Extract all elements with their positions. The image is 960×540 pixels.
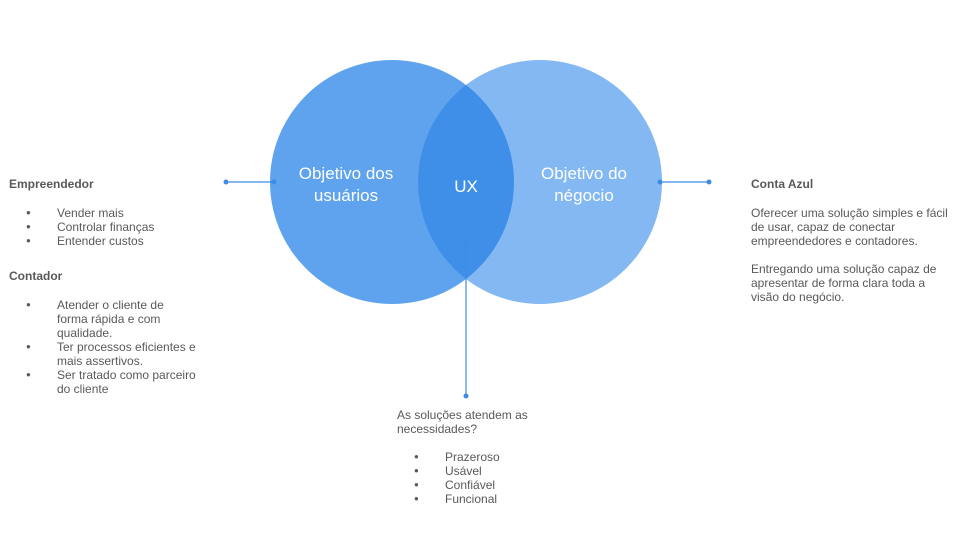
accountant-title: Contador [9, 269, 63, 283]
connector-right-start-dot [657, 179, 663, 185]
company-description-2: Entregando uma solução capaz de apresent… [751, 262, 937, 304]
connector-right-end-dot [706, 179, 712, 185]
ux-criteria-panel: As soluções atendem as necessidades? Pra… [397, 408, 597, 506]
entrepreneur-list: Vender mais Controlar finanças Entender … [9, 206, 209, 248]
business-goals-panel: Conta Azul Oferecer uma solução simples … [751, 177, 951, 304]
list-item: Controlar finanças [9, 220, 209, 234]
users-goal-label-line1: Objetivo dos [299, 164, 394, 183]
company-title: Conta Azul [751, 177, 814, 191]
business-goal-label-line1: Objetivo do [541, 164, 627, 183]
list-item: Vender mais [9, 206, 209, 220]
list-item: Confiável [397, 478, 597, 492]
list-item: Usável [397, 464, 597, 478]
list-item: Ser tratado como parceiro do cliente [9, 368, 197, 396]
list-item: Funcional [397, 492, 597, 506]
connector-bottom-end-dot [463, 393, 469, 399]
accountant-list: Atender o cliente de forma rápida e com … [9, 298, 209, 396]
list-item: Ter processos eficientes e mais assertiv… [9, 340, 197, 368]
company-description-1: Oferecer uma solução simples e fácil de … [751, 206, 948, 248]
connector-left-end-dot [271, 179, 277, 185]
ux-criteria-list: Prazeroso Usável Confiável Funcional [397, 450, 597, 506]
connectors [223, 179, 712, 399]
users-goal-label-line2: usuários [314, 186, 378, 205]
connector-bottom-start-dot [463, 238, 469, 244]
list-item: Prazeroso [397, 450, 597, 464]
ux-label: UX [454, 177, 478, 196]
list-item: Entender custos [9, 234, 209, 248]
connector-left-start-dot [223, 179, 229, 185]
users-goals-panel: Empreendedor Vender mais Controlar finan… [9, 177, 209, 396]
list-item: Atender o cliente de forma rápida e com … [9, 298, 197, 340]
ux-intersection [418, 60, 514, 304]
business-goal-label-line2: négocio [554, 186, 614, 205]
entrepreneur-title: Empreendedor [9, 177, 94, 191]
ux-question: As soluções atendem as necessidades? [397, 408, 528, 436]
